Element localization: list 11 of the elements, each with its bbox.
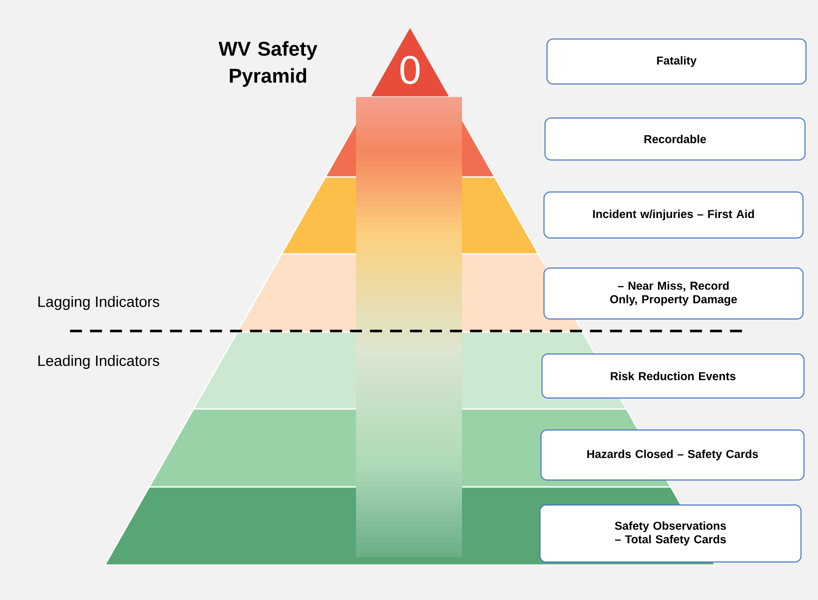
label-box: Incident w/injuries – First Aid [544,192,804,238]
indicator-label: Leading Indicators [38,355,160,369]
label-box: Safety Observations – Total Safety Cards [540,504,802,562]
label-box: – Near Miss, Record Only, Property Damage [544,268,804,320]
label-box: Fatality [546,38,806,84]
pyramid-top: 0 [370,28,450,97]
indicator-label: Lagging Indicators [38,296,160,310]
label-box: Hazards Closed – Safety Cards [540,430,805,480]
label-box: Recordable [544,118,806,160]
title: WV Safety Pyramid [218,41,318,87]
label-box: Risk Reduction Events [542,354,805,398]
